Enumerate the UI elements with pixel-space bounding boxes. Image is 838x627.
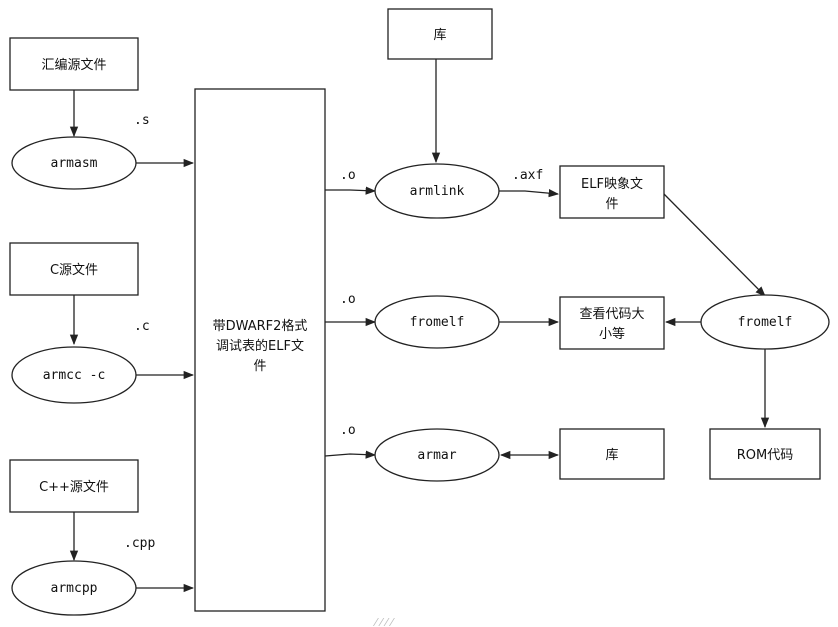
- edge-elf-image-to-fromelf: [663, 193, 766, 297]
- elf-debug-box: [194, 88, 326, 612]
- view-code-size-box: [559, 296, 665, 350]
- armcc-label: armcc -c: [43, 368, 106, 383]
- view-code-size-label-line1: 查看代码大: [579, 306, 644, 322]
- armcpp-label: armcpp: [51, 581, 98, 596]
- ext-o2-label: .o: [340, 292, 356, 307]
- asm-source-box: [9, 37, 139, 91]
- elf-debug-label-line2: 调试表的ELF文: [216, 338, 304, 354]
- edge-elf-to-armlink: [325, 186, 377, 195]
- cpp-source-label: C++源文件: [39, 480, 109, 495]
- ext-c-label: .c: [134, 319, 150, 334]
- armasm-label: armasm: [51, 156, 98, 171]
- edge-elf-to-armar: [324, 450, 377, 459]
- armar-label: armar: [417, 448, 456, 463]
- elf-image-label-line1: ELF映象文: [581, 177, 643, 192]
- rom-code-box: [709, 428, 821, 480]
- elf-image-label-line2: 件: [605, 197, 618, 212]
- cpp-source-box: [9, 459, 139, 513]
- edge-armlink-to-elf-image: [499, 189, 560, 198]
- library-top-label: 库: [433, 27, 446, 43]
- armlink-label: armlink: [410, 184, 465, 199]
- ext-s-label: .s: [134, 113, 150, 128]
- c-source-label: C源文件: [50, 263, 98, 278]
- library-top-box: [387, 8, 493, 60]
- ext-axf-label: .axf: [512, 168, 543, 183]
- view-code-size-label-line2: 小等: [599, 326, 625, 342]
- elf-debug-label-line1: 带DWARF2格式: [213, 318, 308, 334]
- library-bottom-label: 库: [605, 447, 618, 463]
- elf-image-box: [559, 165, 665, 219]
- ext-o3-label: .o: [340, 423, 356, 438]
- ext-cpp-label: .cpp: [124, 536, 155, 551]
- rom-code-label: ROM代码: [737, 448, 793, 463]
- ext-o1-label: .o: [340, 168, 356, 183]
- fromelf-mid-label: fromelf: [410, 315, 465, 330]
- elf-debug-label-line3: 件: [253, 359, 266, 374]
- library-bottom-box: [559, 428, 665, 480]
- watermark: ⁄ ⁄ ⁄ ⁄: [372, 616, 395, 627]
- asm-source-label: 汇编源文件: [41, 58, 106, 73]
- armar-tool: [374, 428, 500, 482]
- fromelf-right-label: fromelf: [738, 315, 793, 330]
